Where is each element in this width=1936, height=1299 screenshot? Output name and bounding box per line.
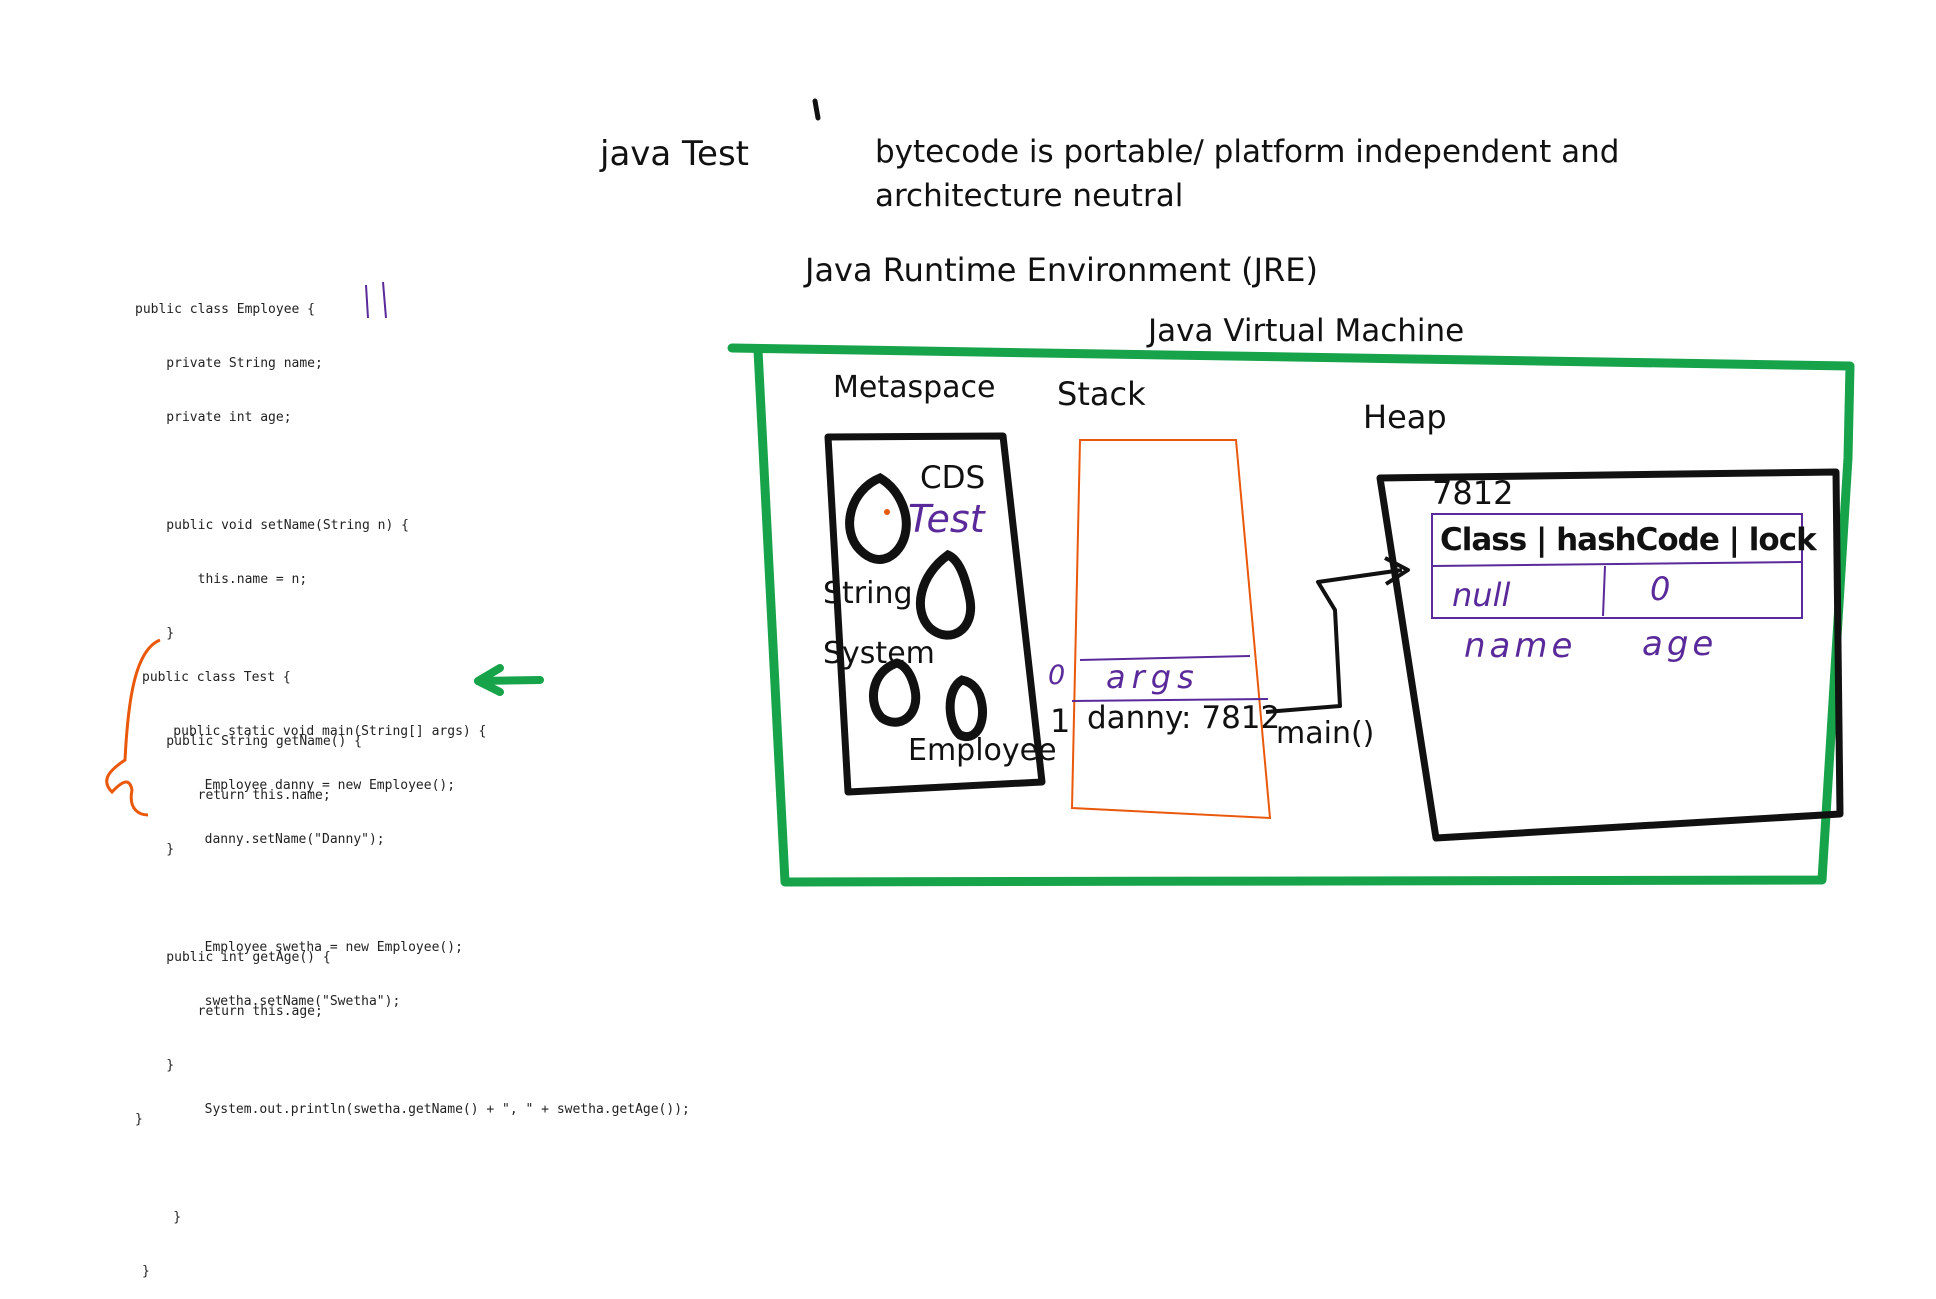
code-line: } [142, 1264, 150, 1279]
object-header-fields: Class | hashCode | lock [1440, 522, 1817, 558]
danny-index: 1 [1050, 702, 1071, 740]
test-class-code: public class Test { public static void m… [142, 633, 690, 1299]
code-line: } [135, 626, 175, 641]
metaspace-box [824, 432, 1046, 796]
code-line [142, 885, 690, 903]
jvm-title: Java Virtual Machine [1148, 313, 1465, 349]
code-line: } [142, 1210, 182, 1225]
age-field-label: age [1642, 624, 1718, 664]
main-frame-label: main() [1276, 716, 1375, 751]
employee-class-code: public class Employee { private String n… [135, 265, 409, 1147]
metaspace-label: Metaspace [833, 370, 996, 405]
code-line: this.name = n; [135, 572, 308, 587]
heap-label: Heap [1363, 398, 1447, 436]
heap-box [1376, 468, 1844, 842]
java-command: java Test [600, 134, 749, 174]
danny-reference: danny: 7812 [1087, 700, 1281, 736]
code-line: private int age; [135, 410, 292, 425]
code-line: Employee danny = new Employee(); [142, 778, 456, 793]
code-brace [105, 638, 161, 817]
code-line: public String getName() { [135, 734, 362, 749]
name-field-label: name [1464, 626, 1577, 666]
code-line: public static void main(String[] args) { [142, 724, 487, 739]
stack-label: Stack [1057, 375, 1146, 413]
class-blob [915, 549, 976, 640]
age-field-value: 0 [1650, 570, 1671, 608]
bytecode-note-line2: architecture neutral [875, 178, 1184, 214]
code-line [135, 463, 409, 481]
stack-box [1070, 439, 1272, 820]
code-line: Employee swetha = new Employee(); [142, 940, 463, 955]
metaspace-test-class: Test [908, 497, 985, 541]
code-line: } [135, 842, 175, 857]
class-blob [845, 472, 911, 564]
code-line [142, 1155, 690, 1173]
class-blob [945, 675, 988, 742]
code-line: public class Test { [142, 670, 291, 685]
code-line: danny.setName("Danny"); [142, 832, 385, 847]
metaspace-cds: CDS [920, 460, 986, 496]
bytecode-note-line1: bytecode is portable/ platform independe… [875, 134, 1620, 170]
name-field-value: null [1452, 576, 1511, 614]
diagram-strokes [105, 98, 1855, 887]
reference-arrow [1265, 568, 1403, 714]
code-line [142, 1047, 690, 1065]
code-line: return this.name; [135, 788, 331, 803]
args-index: 0 [1048, 660, 1066, 691]
code-line: public int getAge() { [135, 950, 331, 965]
code-line: public void setName(String n) { [135, 518, 409, 533]
metaspace-employee-class: Employee [908, 733, 1057, 768]
code-line: swetha.setName("Swetha"); [142, 994, 401, 1009]
args-variable: args [1106, 658, 1200, 696]
metaspace-string-class: String [823, 576, 913, 611]
green-arrow [474, 676, 544, 685]
class-blob [869, 658, 921, 727]
metaspace-system-class: System [823, 636, 935, 671]
heap-object-address: 7812 [1432, 474, 1514, 512]
code-line: System.out.println(swetha.getName() + ",… [142, 1102, 690, 1117]
code-line: public class Employee { [135, 302, 316, 317]
code-line: private String name; [135, 356, 323, 371]
jvm-border [727, 343, 1855, 887]
jre-title: Java Runtime Environment (JRE) [805, 251, 1318, 289]
